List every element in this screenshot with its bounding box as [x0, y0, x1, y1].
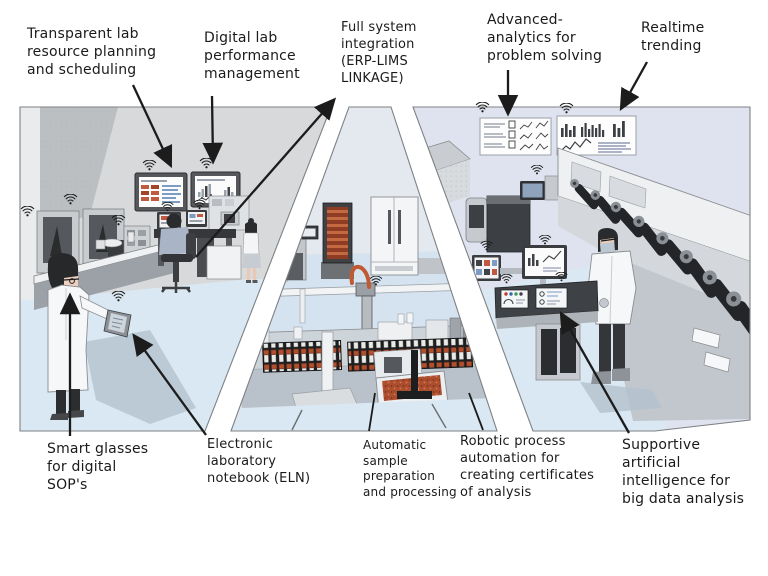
annotation-lines: [368, 392, 484, 432]
instrument-bench: [557, 147, 750, 421]
sample-storage-tower: [321, 202, 354, 279]
annotation-arrows: [59, 61, 649, 436]
line-rpa: [468, 392, 484, 431]
arrow-performance-management: [202, 95, 224, 165]
annotation-eln: Electronic laboratory notebook (ELN): [207, 437, 311, 486]
face-mask: [600, 242, 615, 254]
annotation-performance-management: Digital lab performance management: [204, 30, 300, 82]
annotation-realtime-trending: Realtime trending: [641, 20, 705, 54]
arrow-system-integration: [195, 97, 337, 258]
desk-monitor-right: [186, 210, 207, 227]
eln-tablet: [103, 309, 132, 338]
trend-monitor: [500, 245, 567, 288]
annotation-system-integration: Full system integration (ERP-LIMS LINKAG…: [341, 20, 417, 86]
arrow-realtime-trending: [619, 61, 649, 112]
ai-console-screen-data: [535, 287, 568, 309]
wall-shelf-unit: [208, 195, 250, 231]
analytics-room: [413, 107, 750, 431]
smart-glasses-icon: [69, 278, 75, 284]
annotation-resource-planning: Transparent lab resource planning and sc…: [27, 26, 157, 78]
sample-tray: [373, 348, 449, 412]
standing-technician: [206, 218, 261, 283]
ai-console: [494, 280, 599, 381]
wall-screen-planning: [134, 172, 188, 212]
floor-shadow: [84, 330, 196, 424]
arrow-resource-planning: [131, 84, 173, 169]
annotation-smart-glasses: Smart glasses for digital SOP's: [47, 441, 149, 493]
annotation-rpa: Robotic process automation for creating …: [460, 434, 595, 500]
annotation-advanced-analytics: Advanced- analytics for problem solving: [487, 12, 603, 64]
pictogram-panel: [472, 255, 501, 281]
ai-console-screen-status: [500, 289, 529, 309]
lab-fridge: [370, 196, 419, 276]
analytics-whiteboard: [479, 117, 552, 156]
seated-analyst: [159, 213, 196, 293]
back-workstation: [465, 175, 567, 253]
arrow-eln: [132, 333, 207, 436]
trending-whiteboard: [556, 115, 637, 156]
robot-arm-cable: [349, 264, 371, 289]
arrow-ai: [559, 310, 631, 434]
scientist-analytics: [580, 228, 662, 413]
annotation-sample-prep: Automatic sample preparation and process…: [363, 438, 457, 499]
annotation-ai: Supportive artificial intelligence for b…: [622, 437, 745, 507]
line-sample-prep: [368, 392, 376, 432]
